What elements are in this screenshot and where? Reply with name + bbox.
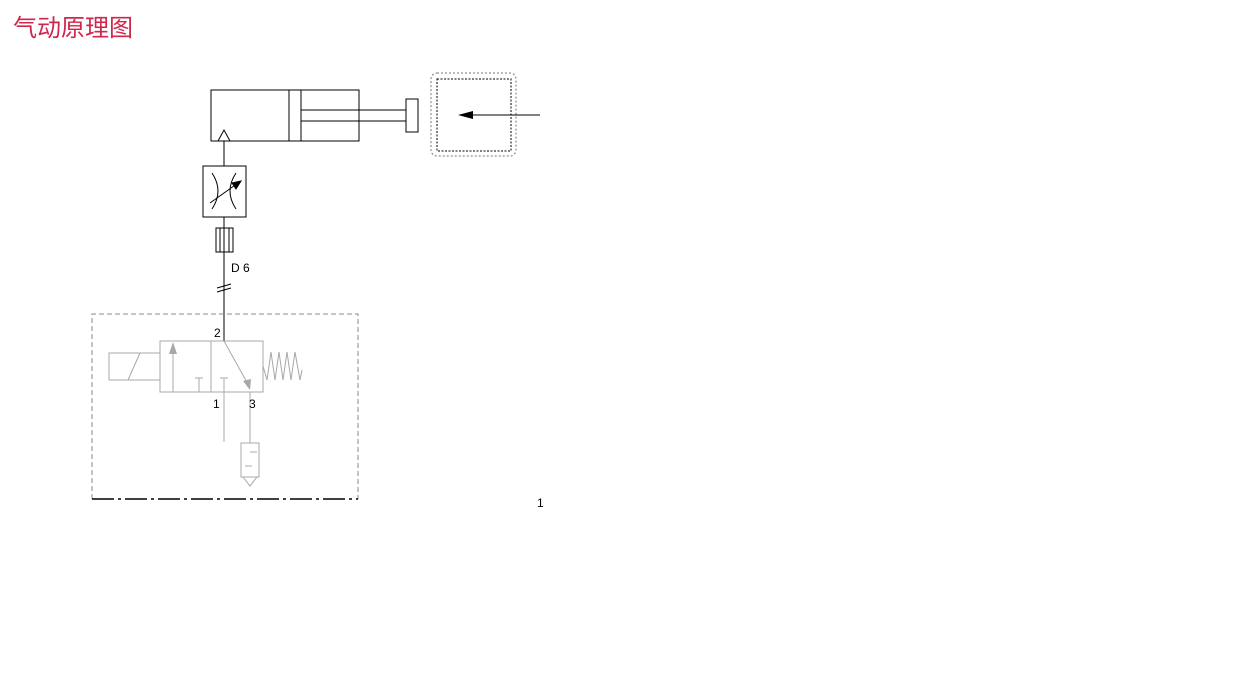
cylinder-icon [210,89,419,142]
item-number: 1 [537,496,544,510]
cylinder-port-triangle [217,128,231,142]
port-label-3: 3 [249,397,256,411]
valve-flow-arrowhead-up [169,342,177,354]
valve-flow-arrowhead-exhaust [243,379,251,390]
flow-control-icon [202,165,247,218]
port-label-2: 2 [214,326,221,340]
cylinder-rod-end [405,98,419,133]
valve-boundary [91,313,359,500]
push-arrow-head [458,111,473,119]
tube-break-icon [216,283,232,293]
cylinder-barrel [210,89,360,142]
silencer-icon [240,442,260,487]
valve-box-right [210,340,264,393]
port-label-1: 1 [213,397,220,411]
spring-icon [262,351,303,381]
solenoid-icon [108,352,161,381]
fitting-icon [215,227,234,253]
valve-box-left [159,340,212,393]
tube-label: D 6 [231,261,250,275]
valve-icon [108,340,303,443]
page-title: 气动原理图 [13,14,133,42]
workpiece-icon [430,72,540,157]
